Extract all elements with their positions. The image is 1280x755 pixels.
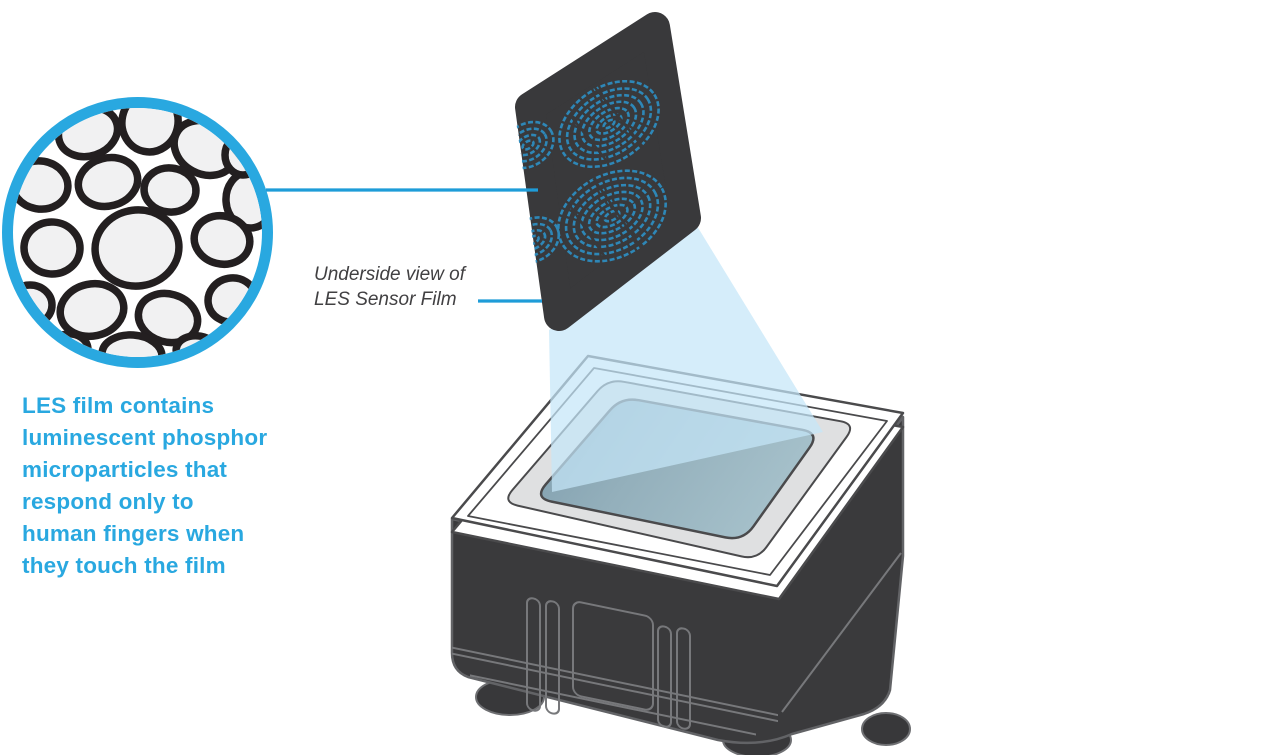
- device-foot-right: [861, 712, 911, 746]
- device-body: [450, 415, 905, 745]
- light-beam: [549, 226, 823, 492]
- film-label: Underside view of LES Sensor Film: [314, 264, 466, 310]
- device-front-ridges: [452, 597, 778, 736]
- les-sensor-film: [512, 12, 701, 331]
- caption-text: LES film contains luminescent phosphor m…: [22, 393, 268, 578]
- microparticle-magnifier-circle: [2, 97, 273, 368]
- fingerprint: [557, 169, 667, 263]
- device-side-seam: [781, 552, 902, 713]
